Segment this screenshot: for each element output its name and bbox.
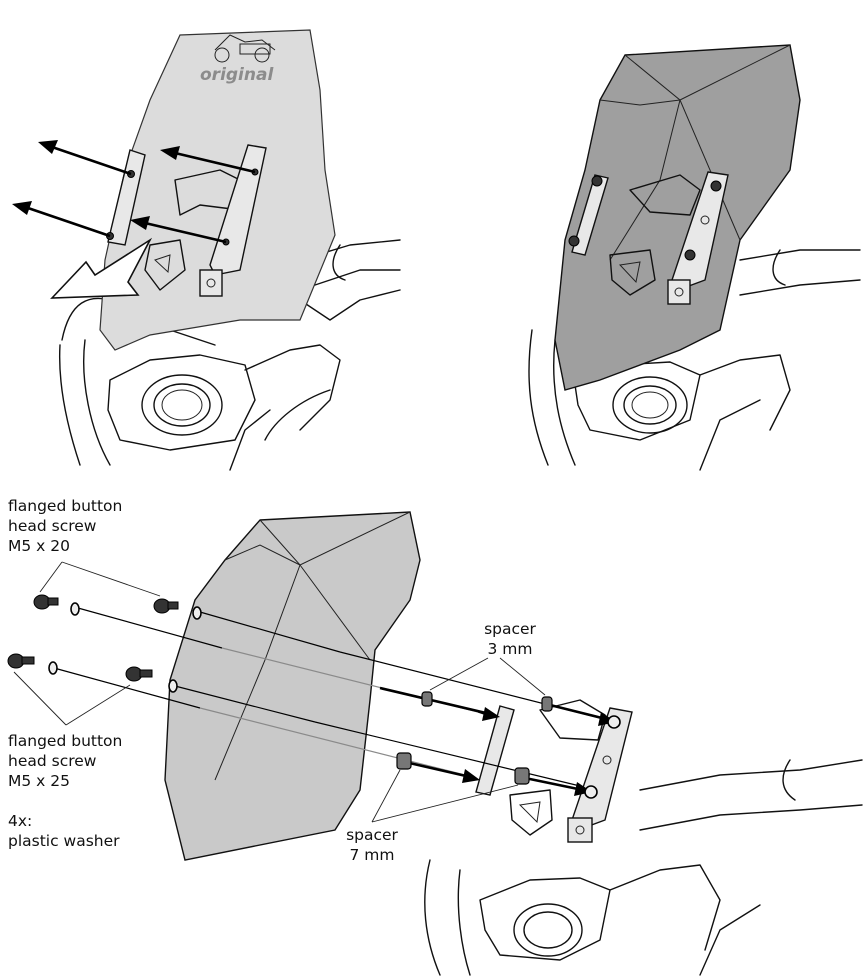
spacer-icon: [396, 752, 412, 770]
bracket-right-mounted: [671, 171, 729, 291]
screw-icon: [33, 594, 59, 610]
label-line: 7 mm: [349, 846, 395, 864]
label-line: M5 x 25: [8, 772, 70, 790]
panel-mounted: [528, 44, 861, 471]
label-spacer-7mm: spacer 7 mm: [340, 825, 404, 865]
assembly-guides: [53, 607, 616, 796]
bracket-left: [107, 149, 146, 246]
panel-assembly: [7, 511, 863, 976]
spacer-icon: [514, 767, 530, 785]
washer-icon: [70, 602, 80, 616]
label-line: flanged button: [8, 497, 123, 515]
label-spacer-3mm: spacer 3 mm: [478, 619, 542, 659]
logo-text: original: [200, 65, 274, 85]
spacers-7mm: [396, 752, 530, 785]
arrow-icon: [482, 707, 500, 721]
spacer-icon: [421, 691, 433, 707]
arrow-icon: [12, 201, 32, 215]
bracket-foot: [199, 269, 223, 297]
washer-icon: [48, 661, 58, 675]
screw-icon: [591, 175, 603, 187]
label-line: head screw: [8, 752, 97, 770]
screw-m5x25-group: [7, 653, 178, 693]
bracket-left-assembly: [475, 705, 515, 796]
label-screw-m5x25: flanged button head screw M5 x 25: [8, 731, 122, 791]
bracket-foot-mounted: [667, 279, 691, 305]
label-line: spacer: [484, 620, 536, 638]
screw-icon: [684, 249, 696, 261]
removal-arrows: [12, 140, 256, 244]
label-line: M5 x 20: [8, 537, 70, 555]
spacers-3mm: [421, 691, 553, 712]
fairing-outline-3: [424, 699, 863, 976]
panel-removal: original: [12, 29, 401, 471]
label-line: spacer: [346, 826, 398, 844]
screw-icon: [125, 666, 153, 682]
screw-m5x20-group: [33, 594, 202, 620]
arrow-icon: [462, 769, 480, 783]
leader-lines: [13, 561, 546, 823]
screw-icon: [153, 598, 179, 614]
bracket-foot-assembly: [567, 817, 593, 843]
pull-out-arrow-icon: [50, 237, 153, 299]
label-screw-m5x20: flanged button head screw M5 x 20: [8, 496, 122, 556]
screw-icon: [710, 180, 722, 192]
label-line: 4x:: [8, 812, 33, 830]
new-windshield: [164, 511, 421, 861]
screw-icon: [7, 653, 35, 669]
label-line: flanged button: [8, 732, 123, 750]
label-line: 3 mm: [487, 640, 533, 658]
new-windshield-mounted: [554, 44, 801, 391]
label-plastic-washer: 4x: plastic washer: [8, 811, 120, 851]
arrow-icon: [160, 146, 180, 160]
arrow-icon: [130, 216, 150, 230]
washer-icon: [168, 679, 178, 693]
label-line: head screw: [8, 517, 97, 535]
fairing-outline-2: [528, 249, 861, 471]
bracket-left-mounted: [571, 174, 609, 256]
motorbike-logo-icon: [214, 34, 276, 63]
washer-icon: [192, 606, 202, 620]
label-line: plastic washer: [8, 832, 120, 850]
screw-icon: [568, 235, 580, 247]
spacer-icon: [541, 696, 553, 712]
arrow-icon: [38, 140, 58, 154]
